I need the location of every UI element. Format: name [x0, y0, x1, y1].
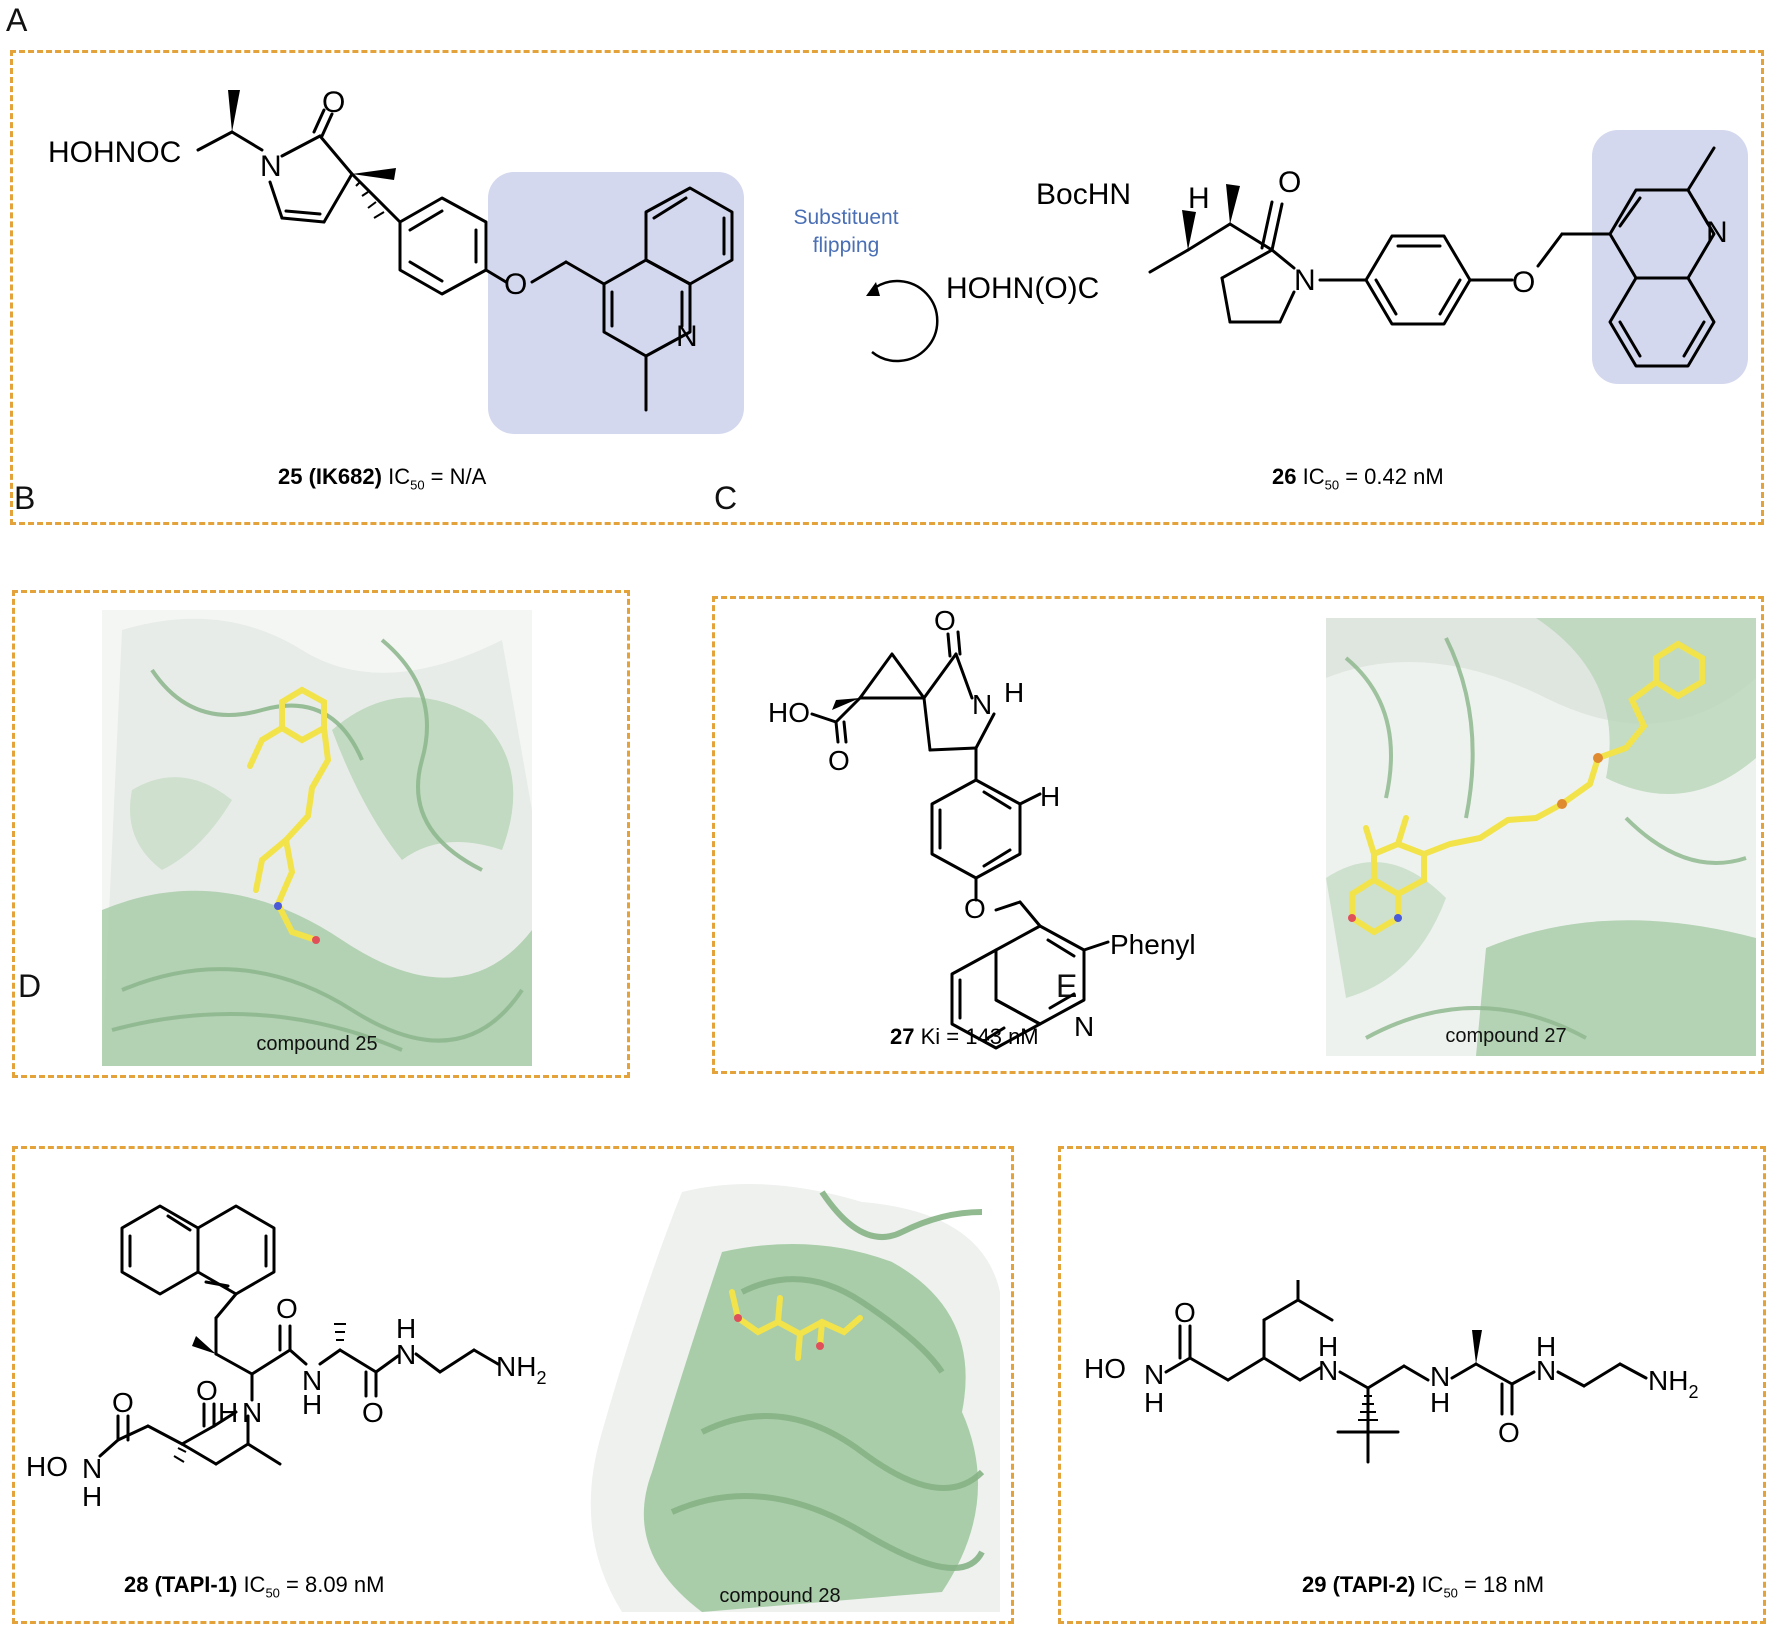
c26-carbonyl-o: O — [1278, 166, 1301, 199]
c29-nh2: NH2 — [1648, 1365, 1698, 1402]
c28-o1: O — [276, 1293, 298, 1324]
c27-quin-n: N — [1074, 1011, 1094, 1042]
panel-d-frame — [12, 1146, 1014, 1624]
c25-left-group: HOHNOC — [48, 136, 181, 169]
c29-n3: N — [1430, 1361, 1450, 1392]
wedge-26-h — [1226, 184, 1240, 224]
panel-b-frame — [12, 590, 630, 1078]
c27-acid-o: O — [828, 745, 850, 776]
c29-o1: O — [1174, 1297, 1196, 1328]
c29-n2: N — [1318, 1355, 1338, 1386]
render-label-25: compound 25 — [256, 1033, 377, 1055]
ligand-25-sticks — [247, 686, 332, 943]
panel-letter-c: C — [714, 480, 738, 516]
wedge-25-methyl — [228, 90, 240, 132]
panel-letter-b: B — [14, 480, 36, 516]
c26-left-group: HOHN(O)C — [946, 272, 1099, 305]
c27-o-top: O — [934, 610, 956, 636]
panel-a-frame — [10, 50, 1764, 525]
c28-nh2-h: H — [396, 1313, 416, 1344]
caption-25: 25 (IK682) IC50 = N/A — [278, 464, 487, 493]
c26-quin-n: N — [1706, 216, 1728, 249]
c29-n4: N — [1536, 1355, 1556, 1386]
c26-h: H — [1188, 182, 1210, 215]
c29-h2: H — [1318, 1331, 1338, 1362]
panel-e-frame — [1058, 1146, 1766, 1624]
ligand-28-sticks — [729, 1289, 863, 1361]
c28-nh2-n: N — [396, 1339, 416, 1370]
c28-hydrox-h: H — [82, 1481, 102, 1512]
c28-o3: O — [196, 1375, 218, 1406]
c27-ho: HO — [768, 697, 810, 728]
caption-27: 27 Ki = 143 nM — [890, 1024, 1039, 1049]
c25-ether-o: O — [504, 268, 527, 301]
c25-carbonyl-o: O — [322, 86, 345, 119]
c29-h3: H — [1430, 1387, 1450, 1418]
rotate-arrow-icon — [871, 279, 939, 363]
caption-29: 29 (TAPI-2) IC50 = 18 nM — [1302, 1572, 1545, 1601]
c29-h4: H — [1536, 1331, 1556, 1362]
c28-nh3-h: H — [218, 1397, 238, 1428]
c27-ether-o: O — [964, 893, 986, 924]
wedge-26-boc — [1182, 210, 1196, 250]
c26-bochn: BocHN — [1036, 178, 1131, 211]
c25-quin-n: N — [676, 320, 698, 353]
protein-render-27: compound 27 — [1326, 618, 1756, 1056]
c28-nh3-n: N — [242, 1397, 262, 1428]
c27-phenyl: Phenyl — [1110, 929, 1196, 960]
compound-25-bonds — [196, 108, 734, 412]
compound-29-structure: O HO N H H N N H O H N NH2 — [1084, 1280, 1698, 1464]
c26-ether-o: O — [1512, 266, 1535, 299]
compound-27-structure: O N H HO O H O Phenyl N — [768, 610, 1196, 1050]
c28-nh2-text: NH2 — [496, 1351, 546, 1388]
c27-nh-n: N — [972, 689, 992, 720]
compound-26-bonds — [1148, 146, 1716, 368]
c28-o4: O — [112, 1387, 134, 1418]
panel-letter-a: A — [6, 2, 28, 38]
c25-ring-n: N — [260, 150, 282, 183]
c27-ar-h: H — [1040, 781, 1060, 812]
c28-hydrox-n: N — [82, 1453, 102, 1484]
caption-28: 28 (TAPI-1) IC50 = 8.09 nM — [124, 1572, 385, 1601]
caption-26: 26 IC50 = 0.42 nM — [1272, 464, 1444, 493]
c27-nh-h: H — [1004, 677, 1024, 708]
c26-ring-n: N — [1294, 264, 1316, 297]
wedge-25-quat-methyl — [352, 168, 396, 180]
c28-o2: O — [362, 1397, 384, 1428]
c28-nh1-n: N — [302, 1365, 322, 1396]
panel-letter-d: D — [18, 968, 42, 1004]
protein-render-25: compound 25 — [102, 610, 532, 1066]
c29-o2: O — [1498, 1417, 1520, 1448]
panel-a-structures: HOHNOC N O O N Substituent flipping — [48, 86, 1748, 434]
protein-render-28: compound 28 — [562, 1172, 1000, 1612]
render-label-27: compound 27 — [1445, 1025, 1566, 1047]
panel-c-frame — [712, 596, 1764, 1074]
flip-label-line2: flipping — [813, 234, 880, 257]
rotate-arrowhead-icon — [866, 282, 880, 296]
flip-label-line1: Substituent — [793, 206, 898, 229]
quinoline-highlight-25 — [488, 172, 744, 434]
render-label-28: compound 28 — [719, 1585, 840, 1607]
hash-25 — [355, 181, 385, 219]
c29-h1: H — [1144, 1387, 1164, 1418]
c28-ho: HO — [26, 1451, 68, 1482]
c29-ho: HO — [1084, 1353, 1126, 1384]
c28-nh1-h: H — [302, 1389, 322, 1420]
compound-28-structure: O N H O N H NH2 N H O O HO N H — [26, 1204, 546, 1512]
quinoline-highlight-26 — [1592, 130, 1748, 384]
c29-n1: N — [1144, 1359, 1164, 1390]
